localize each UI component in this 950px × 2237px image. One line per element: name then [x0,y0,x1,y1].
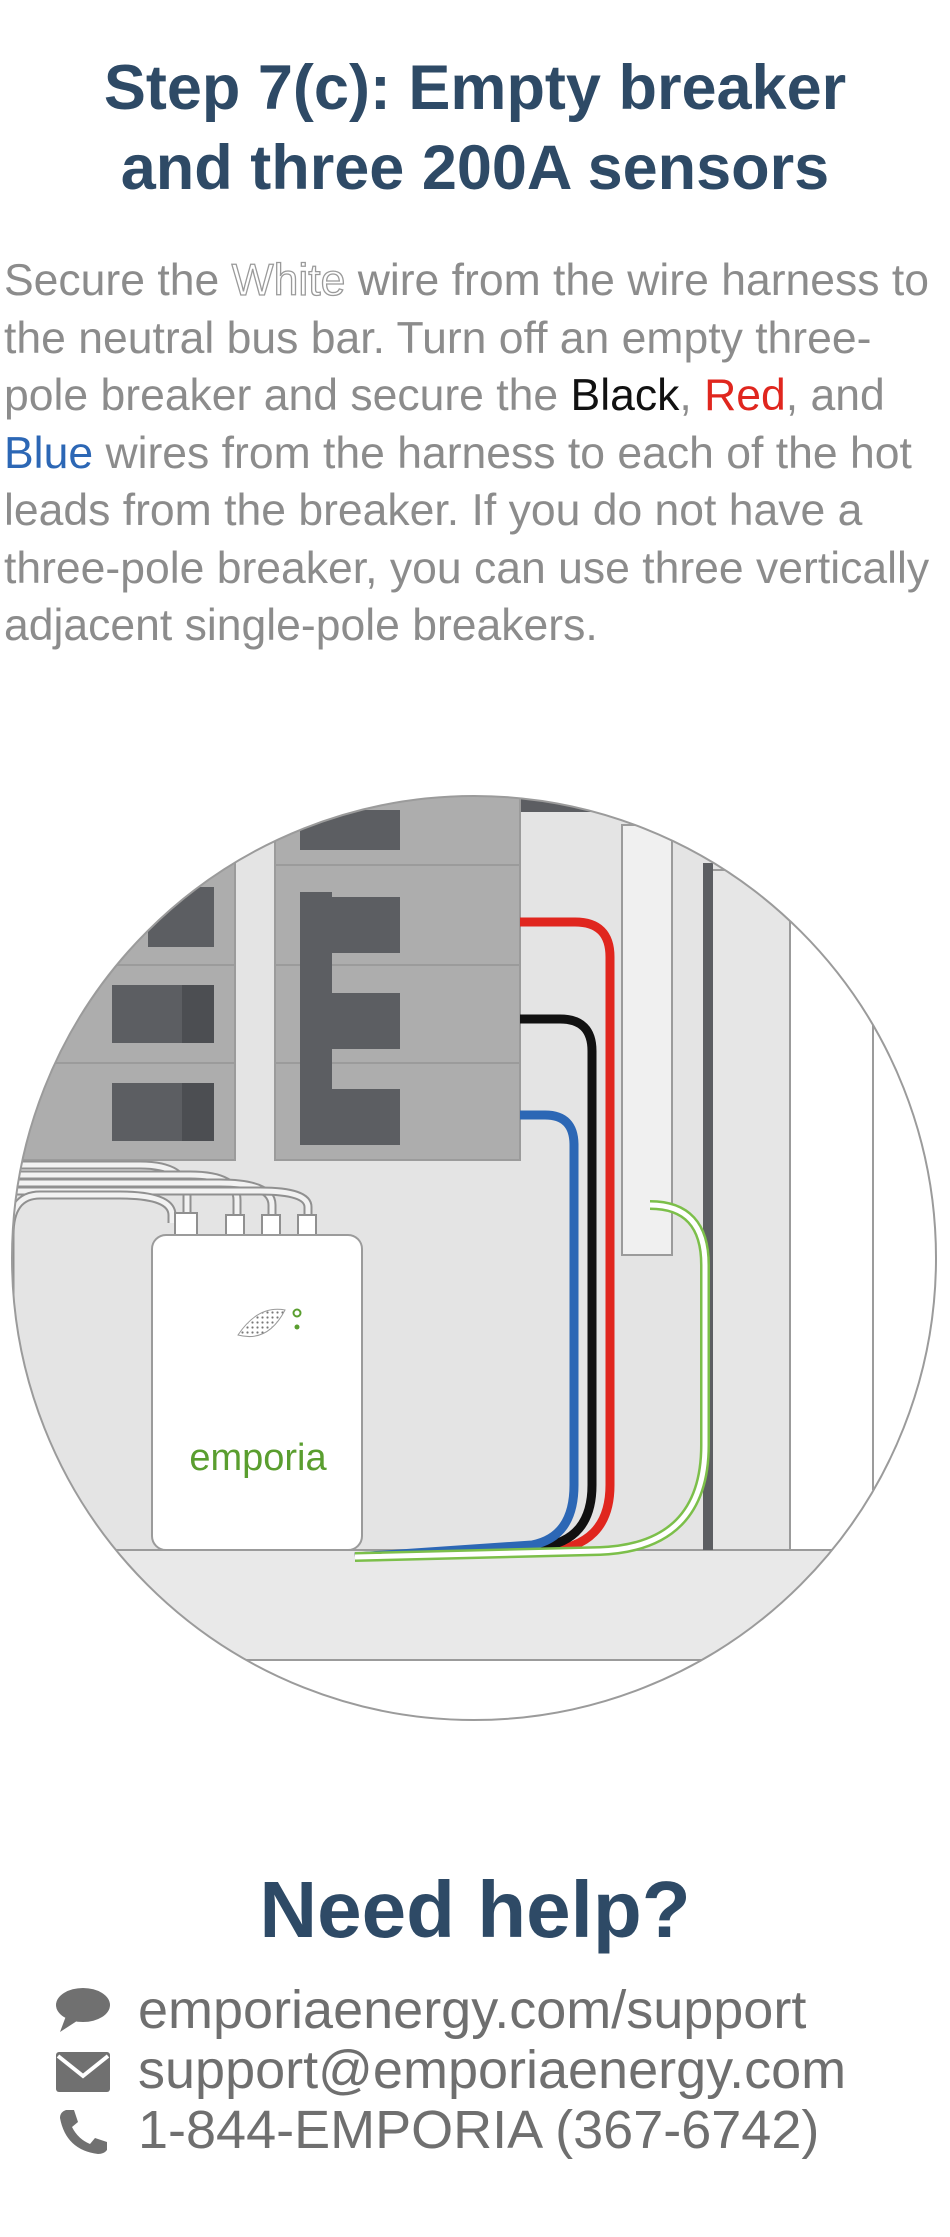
website-link[interactable]: emporiaenergy.com/support [138,1980,807,2040]
phone-link[interactable]: 1-844-EMPORIA (367-6742) [138,2100,820,2160]
black-wire-label: Black [570,371,680,420]
breaker-wiring-illustration: emporia [11,795,937,1721]
panel-bottom [12,1549,936,1661]
neutral-bus-bar [621,824,673,1256]
envelope-icon [56,2052,110,2092]
page-title: Step 7(c): Empty breaker and three 200A … [0,48,950,208]
title-line-1: Step 7(c): Empty breaker [103,53,847,123]
contact-website: emporiaenergy.com/support [0,1980,950,2040]
chat-bubble-icon [56,1988,110,2032]
white-wire-label: White [231,255,346,305]
contact-email: support@emporiaenergy.com [0,2040,950,2100]
panel-edge-bar [703,863,713,1550]
sensor-connector [261,1214,281,1238]
email-link[interactable]: support@emporiaenergy.com [138,2040,847,2100]
blue-wire [354,1110,579,1562]
device-leaf-vent [237,1308,286,1337]
help-title: Need help? [259,1865,691,1954]
title-line-2: and three 200A sensors [120,133,830,203]
instruction-paragraph: Secure the White wire from the wire harn… [4,252,948,655]
instruction-text-4: , and [785,371,885,420]
white-wire [354,1202,708,1560]
emporia-device [151,1234,363,1551]
contact-phone: 1-844-EMPORIA (367-6742) [0,2100,950,2160]
instruction-text-1: Secure the [4,256,232,305]
instruction-text-2: wire from the wire harness to the neutra… [4,256,929,420]
blue-wire-label: Blue [4,428,94,478]
phone-icon [60,2110,107,2154]
sensor-connector [297,1214,317,1238]
instruction-text-3: , [679,371,705,420]
device-power-led [292,1308,302,1318]
breaker-tie-bar [300,892,332,1145]
device-logo: emporia [189,1437,327,1479]
red-wire-label: Red [704,371,786,420]
instruction-text-5: wires from the harness to each of the ho… [4,428,930,651]
illustration-frame [11,795,937,1721]
device-wifi-led [294,1324,300,1330]
sensor-connector [225,1214,245,1238]
red-wire [354,917,615,1562]
black-wire [354,1014,597,1562]
panel-side-rail [711,869,791,1551]
